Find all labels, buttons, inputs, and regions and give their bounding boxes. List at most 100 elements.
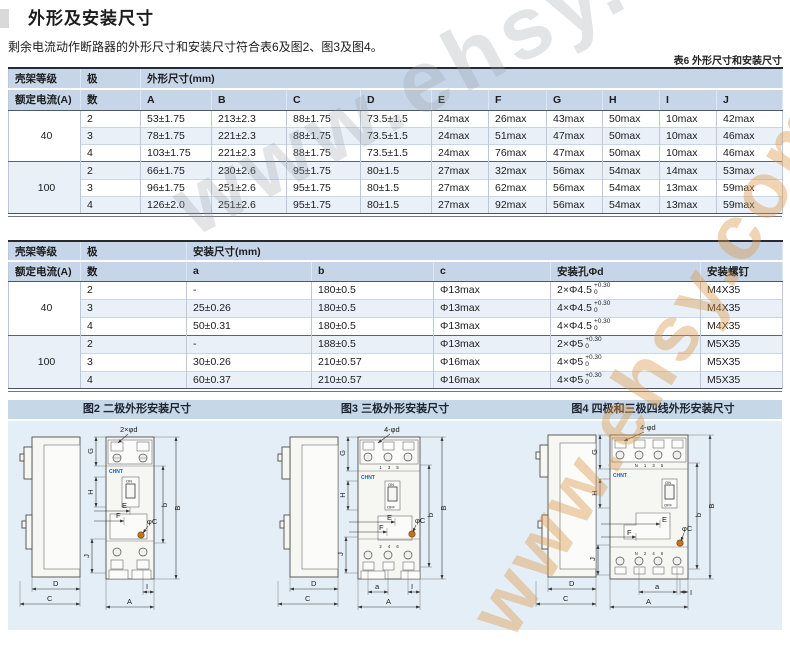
figure2-caption: 图2 二极外形安装尺寸	[82, 403, 192, 415]
dim-D-label: D	[569, 579, 575, 588]
dim-E-label: E	[122, 501, 127, 510]
poles-cell: 2	[80, 161, 141, 180]
dim-E-label: E	[387, 513, 392, 522]
dim-cell-A: 103±1.75	[140, 144, 212, 162]
dim-A-label: A	[646, 597, 651, 606]
fig4-front-view: N 1 3 5 CHNT ON OFF E F φC N 2 4 6 4-	[588, 423, 716, 610]
dim-J-label: J	[82, 554, 91, 558]
dim-cell-G: 43max	[546, 110, 603, 128]
figures-panel: 图2 二极外形安装尺寸 图3 三极外形安装尺寸 图4 四极和三极四线外形安装尺寸…	[8, 400, 782, 630]
holeC-label: φC	[415, 516, 426, 525]
dim-cell-I: 13max	[659, 195, 717, 214]
dim-G-label: G	[86, 448, 95, 454]
dim-a-label: a	[655, 582, 660, 591]
col-B: B	[211, 89, 287, 111]
dim-cell-B: 230±2.6	[211, 161, 287, 180]
col-D: D	[360, 89, 432, 111]
terminal-numbers-top: 1 3 5	[379, 465, 399, 470]
dim-B-label: B	[439, 505, 448, 510]
hole-size-value: 2×Φ5	[557, 337, 584, 350]
dim-cell-E: 27max	[431, 178, 489, 197]
poles-cell: 3	[80, 178, 141, 197]
dim-cell-A: 78±1.75	[140, 126, 212, 145]
rating-cell: 100	[8, 334, 81, 389]
col-I: I	[659, 89, 717, 111]
hole-size-value: 2×Φ4.5	[557, 283, 592, 296]
dim-cell-I: 14max	[659, 161, 717, 180]
col-C: C	[286, 89, 361, 111]
dim-cell-E: 27max	[431, 161, 489, 180]
col-group-install: 安装尺寸(mm)	[186, 241, 784, 262]
col-pole-count: 数	[80, 261, 187, 282]
poles-cell: 2	[80, 281, 187, 299]
brand-logo: CHNT	[361, 475, 375, 481]
dim-cell-F: 92max	[488, 195, 547, 214]
dim-cell-I: 10max	[659, 126, 717, 145]
toggle-on-label: ON	[388, 482, 394, 487]
dim-D-label: D	[53, 579, 59, 588]
hole-size-value: 4×Φ5	[557, 355, 584, 368]
dim-cell-H: 54max	[602, 178, 660, 197]
brand-logo: CHNT	[109, 469, 123, 475]
col-b: b	[311, 261, 434, 282]
mounting-hole-dot	[137, 531, 145, 539]
dim-cell-F: 76max	[488, 144, 547, 162]
dim-J-label: J	[336, 552, 345, 556]
poles-cell: 3	[80, 126, 141, 145]
dim-cell-a: 50±0.31	[186, 316, 312, 335]
dim-cell-C: 88±1.75	[286, 126, 361, 145]
figure3-drawing: D C 1 3 5 CHNT ON OFF E	[277, 425, 448, 610]
dim-cell-F: 62max	[488, 178, 547, 197]
dim-cell-b: 180±0.5	[311, 298, 434, 317]
dim-cell-B: 221±2.3	[211, 144, 287, 162]
dim-cell-b: 210±0.57	[311, 370, 434, 389]
rating-cell: 40	[8, 110, 81, 162]
col-E: E	[431, 89, 489, 111]
poles-cell: 4	[80, 195, 141, 214]
fig3-side-view: D C	[277, 436, 339, 607]
dim-F-label: F	[627, 528, 632, 537]
dim-H-label: H	[590, 490, 599, 495]
col-c: c	[433, 261, 551, 282]
dim-b-label: b	[160, 503, 169, 507]
dim-cell-F: 26max	[488, 110, 547, 128]
col-mounting-screw: 安装螺钉	[700, 261, 784, 282]
dim-H-label: H	[338, 492, 347, 497]
dim-cell-J: 53max	[716, 161, 784, 180]
dim-cell-D: 73.5±1.5	[360, 110, 432, 128]
holeC-label: φC	[147, 517, 158, 526]
poles-cell: 2	[80, 110, 141, 128]
dim-cell-c: Φ16max	[433, 370, 551, 389]
dim-cell-C: 95±1.75	[286, 161, 361, 180]
dim-C-label: C	[563, 594, 569, 603]
col-A: A	[140, 89, 212, 111]
poles-cell: 3	[80, 298, 187, 317]
poles-cell: 4	[80, 370, 187, 389]
rating-cell: 40	[8, 281, 81, 335]
dim-cell-H: 50max	[602, 144, 660, 162]
dim-cell-F: 32max	[488, 161, 547, 180]
mounting-screw-cell: M5X35	[700, 352, 784, 371]
terminal-numbers-bottom: N 2 4 6	[635, 551, 664, 556]
dim-cell-F: 51max	[488, 126, 547, 145]
dim-cell-G: 56max	[546, 195, 603, 214]
page-title: 外形及安装尺寸	[28, 9, 154, 28]
dim-cell-D: 73.5±1.5	[360, 126, 432, 145]
dim-cell-D: 80±1.5	[360, 161, 432, 180]
dim-B-label: B	[173, 505, 182, 510]
dim-G-label: G	[590, 449, 599, 455]
dim-cell-c: Φ16max	[433, 352, 551, 371]
col-pole-count: 数	[80, 89, 141, 111]
hole-size-value: 4×Φ4.5	[557, 301, 592, 314]
